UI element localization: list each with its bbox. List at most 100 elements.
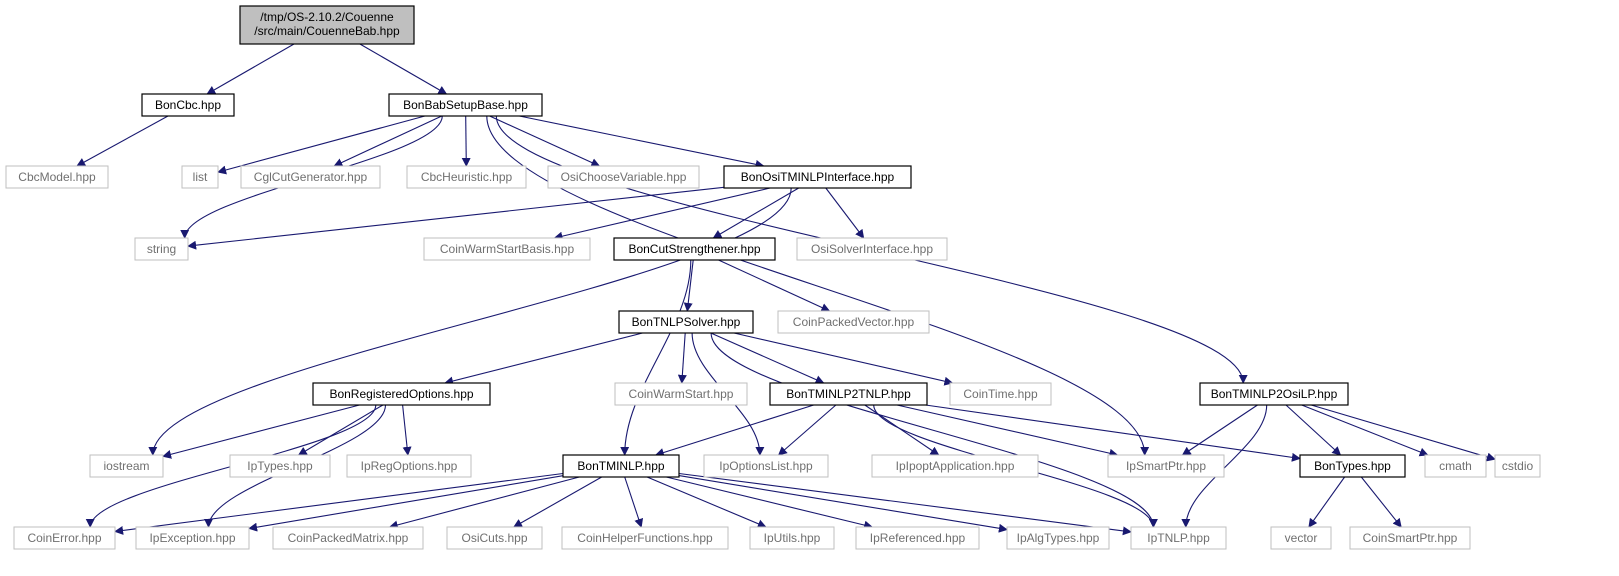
edge-bontminlp-to-coinerror	[114, 472, 564, 535]
node-box-bontypes	[1299, 454, 1406, 478]
node-coinerror: CoinError.hpp	[13, 526, 116, 550]
edge-root-to-boncbc	[206, 43, 295, 95]
node-label-bontminlp: BonTMINLP.hpp	[577, 459, 664, 473]
node-osicuts: OsiCuts.hpp	[446, 526, 543, 550]
node-label-coinerror: CoinError.hpp	[27, 531, 101, 545]
node-bontminlp2osilp[interactable]: BonTMINLP2OsiLP.hpp	[1199, 382, 1349, 406]
node-box-ipexception	[135, 526, 250, 550]
node-cglcutgenerator: CglCutGenerator.hpp	[240, 165, 381, 189]
node-bontminlp2tnlp[interactable]: BonTMINLP2TNLP.hpp	[769, 382, 928, 406]
node-label-boncbc: BonCbc.hpp	[155, 98, 221, 112]
edge-root-to-bonbabsetupbase	[359, 43, 448, 95]
node-label-ipoptionslist: IpOptionsList.hpp	[719, 459, 813, 473]
node-box-list	[181, 165, 219, 189]
node-label-bontypes: BonTypes.hpp	[1314, 459, 1391, 473]
node-iptnlp: IpTNLP.hpp	[1130, 526, 1227, 550]
node-label-coinpackedmatrix: CoinPackedMatrix.hpp	[288, 531, 409, 545]
node-label-osisolverinterface: OsiSolverInterface.hpp	[811, 242, 933, 256]
node-box-iostream	[89, 454, 164, 478]
node-box-osichoosevariable	[547, 165, 700, 189]
node-root[interactable]: /tmp/OS-2.10.2/Couenne/src/main/CouenneB…	[239, 5, 415, 45]
node-bonositminlpinterface[interactable]: BonOsiTMINLPInterface.hpp	[723, 165, 912, 189]
node-box-bontminlp	[562, 454, 680, 478]
edge-bontnlpsolver-to-coinwarmstart	[677, 332, 687, 384]
node-label-ipsmartptr: IpSmartPtr.hpp	[1126, 459, 1206, 473]
node-label-vector: vector	[1285, 531, 1318, 545]
node-osisolverinterface: OsiSolverInterface.hpp	[796, 237, 948, 261]
node-list: list	[181, 165, 219, 189]
node-box-ipoptionslist	[703, 454, 829, 478]
node-box-coinerror	[13, 526, 116, 550]
node-bontnlpsolver[interactable]: BonTNLPSolver.hpp	[618, 310, 754, 334]
edge-bontnlpsolver-to-bonregisteredoptions	[444, 332, 643, 386]
node-label-cmath: cmath	[1439, 459, 1472, 473]
node-label-string: string	[147, 242, 176, 256]
node-box-cbcmodel	[5, 165, 109, 189]
node-box-ipregoptions	[346, 454, 472, 478]
edge-bonregisteredoptions-to-iostream	[162, 404, 360, 459]
node-label-bontminlp2osilp: BonTMINLP2OsiLP.hpp	[1211, 387, 1338, 401]
edge-bontnlpsolver-to-bontminlp2tnlp	[710, 332, 825, 384]
node-box-bontminlp2tnlp	[769, 382, 928, 406]
node-boncutstrengthener[interactable]: BonCutStrengthener.hpp	[613, 237, 776, 261]
node-box-bonbabsetupbase	[388, 93, 543, 117]
node-coinsmartptr: CoinSmartPtr.hpp	[1349, 526, 1471, 550]
node-label-coinsmartptr: CoinSmartPtr.hpp	[1363, 531, 1458, 545]
node-box-coinwarmstart	[614, 382, 748, 406]
node-ipsmartptr: IpSmartPtr.hpp	[1107, 454, 1225, 478]
edges-layer	[76, 43, 1496, 536]
edge-bontminlp2tnlp-to-bontminlp	[654, 404, 814, 457]
edge-bonbabsetupbase-to-list	[217, 115, 426, 175]
edge-boncutstrengthener-to-coinpackedvector	[718, 259, 831, 312]
node-boncbc[interactable]: BonCbc.hpp	[141, 93, 235, 117]
node-box-ipalgtypes	[1006, 526, 1110, 550]
node-box-boncbc	[141, 93, 235, 117]
node-bonregisteredoptions[interactable]: BonRegisteredOptions.hpp	[312, 382, 491, 406]
node-cmath: cmath	[1424, 454, 1487, 478]
node-label-iputils: IpUtils.hpp	[764, 531, 821, 545]
node-box-bonregisteredoptions	[312, 382, 491, 406]
node-bontminlp[interactable]: BonTMINLP.hpp	[562, 454, 680, 478]
edge-bontypes-to-coinsmartptr	[1360, 476, 1402, 528]
node-bonbabsetupbase[interactable]: BonBabSetupBase.hpp	[388, 93, 543, 117]
node-box-cmath	[1424, 454, 1487, 478]
node-box-iptypes	[229, 454, 331, 478]
edge-bontminlp-to-ipexception	[248, 475, 564, 532]
nodes-layer: /tmp/OS-2.10.2/Couenne/src/main/CouenneB…	[5, 5, 1541, 550]
node-box-iputils	[749, 526, 835, 550]
node-label-bonbabsetupbase: BonBabSetupBase.hpp	[403, 98, 528, 112]
node-label-boncutstrengthener: BonCutStrengthener.hpp	[628, 242, 760, 256]
node-iputils: IpUtils.hpp	[749, 526, 835, 550]
node-box-ipipoptapplication	[871, 454, 1039, 478]
node-box-coinpackedmatrix	[272, 526, 424, 550]
node-bontypes[interactable]: BonTypes.hpp	[1299, 454, 1406, 478]
edge-boncutstrengthener-to-bontnlpsolver	[683, 259, 694, 312]
node-label-cbcmodel: CbcModel.hpp	[18, 170, 96, 184]
edge-bontminlp-to-iptnlp	[678, 472, 1132, 536]
edge-boncbc-to-cbcmodel	[76, 115, 169, 167]
node-ipalgtypes: IpAlgTypes.hpp	[1006, 526, 1110, 550]
edge-bonbabsetupbase-to-osichoosevariable	[489, 115, 601, 167]
node-osichoosevariable: OsiChooseVariable.hpp	[547, 165, 700, 189]
edge-bonbabsetupbase-to-cbcheuristic	[461, 115, 471, 167]
node-box-cbcheuristic	[406, 165, 527, 189]
node-vector: vector	[1270, 526, 1332, 550]
edge-bonositminlpinterface-to-coinwarmstartbasis	[553, 187, 771, 241]
edge-bonositminlpinterface-to-iostream	[148, 187, 792, 456]
node-label-bontnlpsolver: BonTNLPSolver.hpp	[632, 315, 741, 329]
node-label-cglcutgenerator: CglCutGenerator.hpp	[254, 170, 368, 184]
node-cstdio: cstdio	[1494, 454, 1541, 478]
edge-bontypes-to-vector	[1308, 476, 1346, 528]
node-label-iptnlp: IpTNLP.hpp	[1147, 531, 1210, 545]
edge-bontminlp-to-coinpackedmatrix	[388, 476, 580, 530]
edge-bontminlp-to-iputils	[646, 476, 767, 529]
edge-bontminlp2osilp-to-bontypes	[1285, 404, 1342, 456]
edge-bontminlp2osilp-to-cstdio	[1311, 404, 1496, 462]
edge-bontminlp2osilp-to-cmath	[1301, 404, 1429, 457]
node-box-cstdio	[1494, 454, 1541, 478]
node-ipreferenced: IpReferenced.hpp	[855, 526, 980, 550]
edge-bonregisteredoptions-to-iptypes	[297, 404, 384, 456]
node-box-coinhelperfunctions	[561, 526, 729, 550]
node-ipipoptapplication: IpIpoptApplication.hpp	[871, 454, 1039, 478]
node-box-root	[239, 5, 415, 45]
